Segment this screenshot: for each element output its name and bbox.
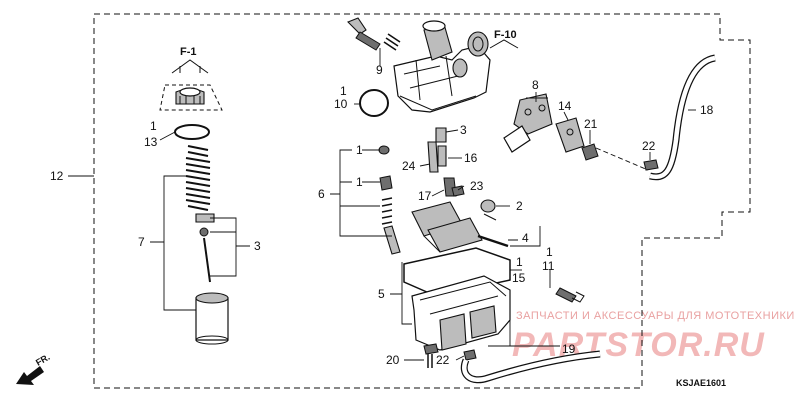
- callout-13[interactable]: 13: [144, 135, 158, 149]
- leader-13: [159, 131, 176, 141]
- callout-22-right[interactable]: 22: [642, 139, 656, 153]
- callout-22-bottom[interactable]: 22: [436, 353, 450, 367]
- callout-11[interactable]: 11: [542, 259, 555, 273]
- intake-o-ring[interactable]: [359, 89, 389, 117]
- callout-6[interactable]: 6: [318, 187, 325, 201]
- callout-1-for-13[interactable]: 1: [150, 119, 157, 133]
- watermark: ЗАПЧАСТИ И АКСЕССУАРЫ ДЛЯ МОТОТЕХНИКИ PA…: [512, 310, 795, 364]
- callout-21[interactable]: 21: [584, 117, 598, 131]
- callout-8[interactable]: 8: [532, 78, 539, 92]
- watermark-tagline: ЗАПЧАСТИ И АКСЕССУАРЫ ДЛЯ МОТОТЕХНИКИ: [516, 310, 795, 322]
- screw-washer-set[interactable]: [378, 145, 393, 191]
- float[interactable]: [411, 201, 483, 253]
- callout-3-top[interactable]: 3: [460, 123, 467, 137]
- callout-7[interactable]: 7: [138, 235, 145, 249]
- fuel-hose[interactable]: [649, 54, 716, 181]
- callout-1a[interactable]: 1: [356, 143, 363, 157]
- float-chamber[interactable]: [411, 275, 511, 351]
- leader-24: [419, 163, 431, 167]
- leader-22b: [455, 355, 465, 361]
- callout-1b[interactable]: 1: [356, 175, 363, 189]
- callout-5[interactable]: 5: [378, 287, 385, 301]
- assembly-outline: [93, 13, 751, 389]
- chamber-screw[interactable]: [423, 343, 439, 368]
- callout-9[interactable]: 9: [376, 63, 383, 77]
- leader-6: [330, 149, 392, 237]
- top-cap-o-ring[interactable]: [174, 124, 210, 140]
- leader-23: [457, 185, 465, 191]
- front-marker-label: FR.: [34, 352, 52, 368]
- callout-labels: 1 10 9 1 13 12 7 3 8 14 18 21 22 3 16 24…: [50, 63, 714, 367]
- leader-7: [150, 175, 196, 311]
- needle-jet-holder[interactable]: [435, 127, 447, 167]
- drain-hose-inner: [462, 351, 601, 382]
- jet-needle-set[interactable]: [195, 213, 215, 283]
- leader-14: [563, 111, 569, 121]
- front-arrow-icon: [16, 366, 44, 385]
- choke-lever-set[interactable]: [503, 93, 553, 153]
- drain-screw[interactable]: [555, 287, 585, 303]
- leader-17: [431, 189, 445, 197]
- leader-8: [526, 92, 548, 102]
- leader-3-top: [445, 129, 459, 133]
- throttle-valve-spring[interactable]: [185, 144, 211, 212]
- callout-1-for-10[interactable]: 1: [340, 84, 347, 98]
- callout-2[interactable]: 2: [516, 199, 523, 213]
- leader-4: [508, 226, 541, 247]
- fuel-hose-inner: [649, 55, 716, 180]
- callout-17[interactable]: 17: [418, 189, 432, 203]
- callout-4[interactable]: 4: [522, 231, 529, 245]
- callout-20[interactable]: 20: [386, 353, 400, 367]
- callout-12[interactable]: 12: [50, 169, 64, 183]
- callout-19[interactable]: 19: [562, 342, 576, 356]
- leader-19: [488, 320, 560, 347]
- carburetor-body[interactable]: [393, 20, 491, 113]
- svg-text:F-10: F-10: [494, 29, 517, 41]
- front-direction-marker: FR.: [16, 352, 52, 385]
- callout-18[interactable]: 18: [700, 103, 714, 117]
- carburetor-top-cap[interactable]: [159, 84, 223, 111]
- callout-1-for-15[interactable]: 1: [516, 255, 523, 269]
- hose-clip-lower[interactable]: [463, 349, 477, 361]
- callout-24[interactable]: 24: [402, 159, 416, 173]
- callout-3-left[interactable]: 3: [254, 239, 261, 253]
- slow-jet[interactable]: [427, 141, 439, 173]
- throttle-stop-screw-set[interactable]: [381, 197, 401, 255]
- leader-5: [390, 262, 412, 325]
- section-ref-f1[interactable]: F-1: [171, 46, 209, 74]
- starter-valve[interactable]: [555, 117, 585, 153]
- section-ref-f10[interactable]: F-10: [489, 29, 519, 49]
- leader-3-left: [210, 217, 250, 277]
- float-valve-clip[interactable]: [480, 199, 497, 221]
- callout-15[interactable]: 15: [512, 271, 526, 285]
- callout-23[interactable]: 23: [470, 179, 484, 193]
- callout-16[interactable]: 16: [464, 151, 478, 165]
- callout-1-for-11[interactable]: 1: [546, 245, 553, 259]
- air-screw[interactable]: [347, 17, 401, 51]
- callout-14[interactable]: 14: [558, 99, 572, 113]
- hose-clip-upper[interactable]: [643, 159, 659, 171]
- svg-text:F-1: F-1: [180, 46, 197, 58]
- float-pin[interactable]: [477, 234, 509, 248]
- diagram-code: KSJAE1601: [676, 378, 726, 388]
- throttle-valve-piston[interactable]: [195, 292, 229, 345]
- callout-10[interactable]: 10: [334, 97, 348, 111]
- screw-21[interactable]: [581, 143, 599, 161]
